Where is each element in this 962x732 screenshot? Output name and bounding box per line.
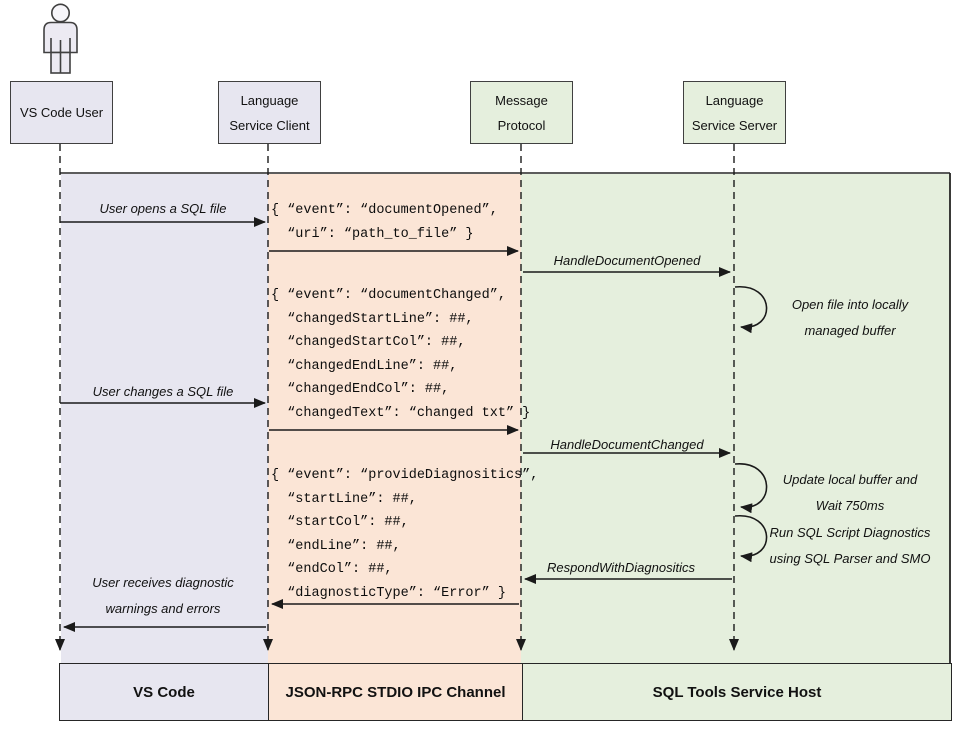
message-label-handle-document-opened: HandleDocumentOpened bbox=[553, 253, 701, 268]
note-update-buffer: Update local buffer and Wait 750ms bbox=[782, 472, 918, 513]
lane-vscode bbox=[61, 174, 268, 663]
actor-person-icon bbox=[43, 3, 78, 74]
message-label-open-file: User opens a SQL file bbox=[99, 201, 227, 216]
lane-ipc bbox=[268, 174, 521, 663]
actor-box-vscode-user: VS Code User bbox=[10, 81, 113, 144]
actor-label-language-service-client: Language Service Client bbox=[229, 92, 310, 133]
actor-label-language-service-server: Language Service Server bbox=[691, 92, 778, 133]
actor-label-message-protocol: Message Protocol bbox=[495, 92, 548, 133]
message-label-handle-document-changed: HandleDocumentChanged bbox=[550, 437, 704, 452]
message-label-change-file: User changes a SQL file bbox=[92, 384, 234, 399]
payload-document-changed: { “event”: “documentChanged”, “changedSt… bbox=[271, 288, 531, 421]
actor-box-language-service-client: Language Service Client bbox=[218, 81, 321, 144]
footer-label-sql-tools-host: SQL Tools Service Host bbox=[652, 683, 822, 701]
payload-provide-diagnostics: { “event”: “provideDiagnositics”, “start… bbox=[271, 468, 539, 601]
message-label-receive-diagnostics: User receives diagnostic warnings and er… bbox=[92, 575, 234, 616]
footer-box-sql-tools-host: SQL Tools Service Host bbox=[522, 663, 952, 721]
payload-document-opened: { “event”: “documentOpened”, “uri”: “pat… bbox=[271, 203, 498, 242]
actor-label-vscode-user: VS Code User bbox=[19, 105, 104, 120]
actor-box-message-protocol: Message Protocol bbox=[470, 81, 573, 144]
footer-box-vscode: VS Code bbox=[59, 663, 269, 721]
message-label-respond-with-diagnostics: RespondWithDiagnositics bbox=[546, 560, 695, 575]
lane-host bbox=[521, 174, 951, 663]
footer-label-vscode: VS Code bbox=[133, 683, 195, 701]
note-run-diagnostics: Run SQL Script Diagnostics using SQL Par… bbox=[769, 525, 931, 566]
actor-box-language-service-server: Language Service Server bbox=[683, 81, 786, 144]
footer-label-ipc-channel: JSON-RPC STDIO IPC Channel bbox=[285, 683, 506, 701]
footer-box-ipc-channel: JSON-RPC STDIO IPC Channel bbox=[268, 663, 523, 721]
note-open-buffer: Open file into locally managed buffer bbox=[791, 297, 909, 338]
